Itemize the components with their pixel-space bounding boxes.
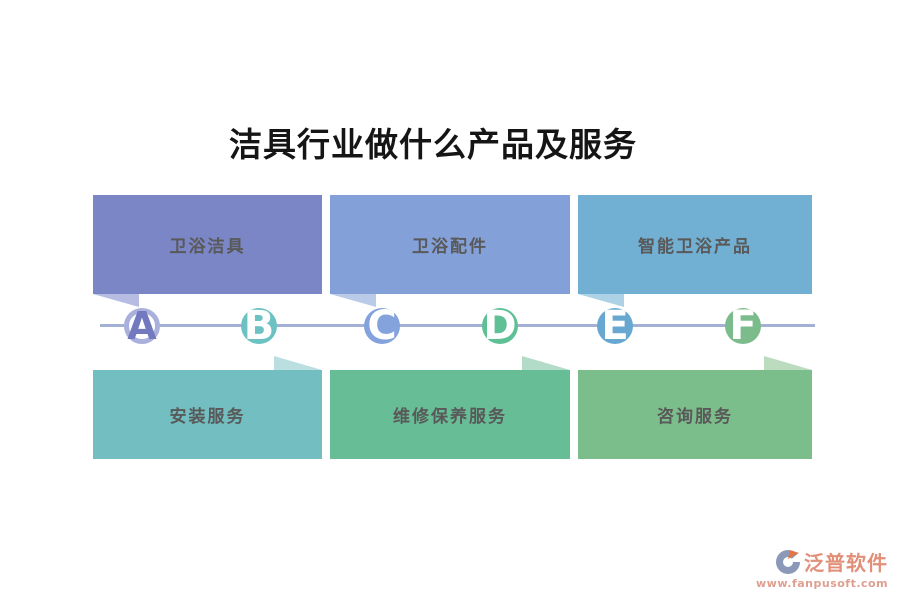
marker-letter: E: [601, 308, 629, 344]
product-box-sanitary-ware: 卫浴洁具: [93, 195, 322, 307]
fold-triangle-icon: [764, 356, 812, 370]
box-label: 智能卫浴产品: [638, 237, 752, 257]
page-title: 洁具行业做什么产品及服务: [229, 125, 637, 164]
timeline-marker-f: F: [725, 308, 761, 344]
timeline-marker-d: D: [482, 308, 518, 344]
product-box-smart-bath: 智能卫浴产品: [578, 195, 812, 307]
timeline-marker-a: A: [124, 304, 160, 348]
timeline-line: [100, 324, 815, 327]
service-box-maintenance: 维修保养服务: [330, 356, 570, 459]
box-label: 维修保养服务: [393, 407, 507, 427]
fold-triangle-icon: [274, 356, 322, 370]
marker-letter: D: [483, 308, 517, 344]
box-label: 卫浴配件: [412, 237, 488, 257]
brand-url: www.fanpusoft.com: [756, 577, 889, 590]
brand-logo: 泛普软件 www.fanpusoft.com: [756, 547, 888, 590]
timeline-marker-b: B: [241, 308, 277, 344]
service-box-installation: 安装服务: [93, 356, 322, 459]
service-box-consulting: 咨询服务: [578, 356, 812, 459]
fold-triangle-icon: [522, 356, 570, 370]
fold-triangle-icon: [330, 294, 376, 307]
marker-letter: F: [729, 308, 757, 344]
box-label: 卫浴洁具: [169, 237, 246, 257]
fanpu-logo-icon: [776, 549, 801, 574]
box-label: 安装服务: [169, 407, 246, 427]
marker-letter: C: [367, 308, 397, 344]
timeline-marker-e: E: [597, 308, 633, 344]
brand-name: 泛普软件: [804, 551, 888, 575]
marker-letter: A: [127, 304, 157, 348]
box-label: 咨询服务: [657, 407, 733, 427]
timeline-marker-c: C: [364, 308, 400, 344]
marker-letter: B: [243, 308, 275, 344]
fold-triangle-icon: [578, 294, 624, 307]
product-box-bath-fittings: 卫浴配件: [330, 195, 570, 307]
